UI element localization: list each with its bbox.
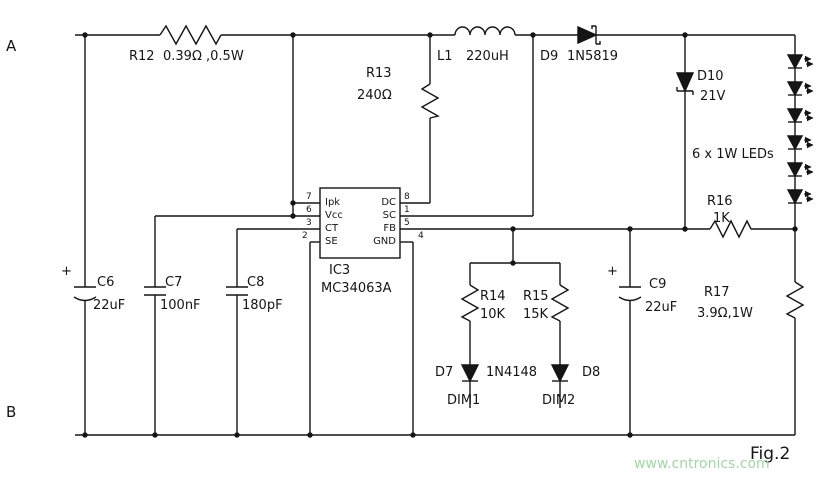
ic-pin-label-se: SE <box>325 236 338 247</box>
c6-polarity: + <box>61 264 72 279</box>
dim2-terminal-label: DIM2 <box>542 393 576 408</box>
ic-pin-label-dc: DC <box>381 197 396 208</box>
figure-caption: Fig.2 <box>750 444 791 464</box>
node-b-label: B <box>6 403 17 421</box>
r15-value: 15K <box>523 307 549 322</box>
ic-pin-label-fb: FB <box>383 223 396 234</box>
r12-resistor-symbol <box>159 24 222 46</box>
dim1-terminal-label: DIM1 <box>447 393 481 408</box>
r12-value: 0.39Ω ,0.5W <box>163 49 244 64</box>
r17-resistor-symbol <box>785 281 805 319</box>
d7-value: 1N4148 <box>486 365 538 380</box>
c6-ref: C6 <box>97 275 115 290</box>
l1-inductor-symbol <box>454 26 516 36</box>
c8-capacitor-symbol <box>226 286 248 296</box>
c8-value: 180pF <box>242 298 283 313</box>
c7-value: 100nF <box>160 298 201 313</box>
l1-value: 220uH <box>466 49 509 64</box>
ic3-body <box>319 187 401 259</box>
d9-value: 1N5819 <box>567 49 619 64</box>
ic-pin-number-4: 4 <box>418 231 424 241</box>
d8-ref: D8 <box>582 365 601 380</box>
c7-ref: C7 <box>165 275 183 290</box>
ic-pin-number-6: 6 <box>306 205 312 215</box>
ic-pin-label-vcc: Vcc <box>325 210 343 221</box>
ic-pin-number-7: 7 <box>306 192 312 202</box>
l1-ref: L1 <box>437 49 453 64</box>
r13-value: 240Ω <box>357 88 392 103</box>
d10-value: 21V <box>700 89 726 104</box>
d7-ref: D7 <box>435 365 454 380</box>
junction-dots <box>82 32 798 438</box>
r16-value: 1K <box>713 211 730 226</box>
ic-pin-number-2: 2 <box>302 231 308 241</box>
r15-resistor-symbol <box>550 284 570 322</box>
d10-zener-symbol <box>675 72 695 93</box>
ic-pin-number-8: 8 <box>404 192 410 202</box>
ic-pin-number-3: 3 <box>306 218 312 228</box>
d10-ref: D10 <box>697 69 724 84</box>
r14-ref: R14 <box>480 289 506 304</box>
r13-resistor-symbol <box>420 83 440 119</box>
diode-symbols <box>460 25 695 383</box>
r14-value: 10K <box>480 307 506 322</box>
d9-ref: D9 <box>540 49 559 64</box>
c9-ref: C9 <box>649 277 667 292</box>
c6-capacitor-symbol <box>73 286 97 302</box>
led-string-symbols <box>786 54 814 205</box>
ic3-part: MC34063A <box>321 281 392 296</box>
r13-ref: R13 <box>366 66 392 81</box>
ic3-ref: IC3 <box>329 263 351 278</box>
ic-pin-label-sc: SC <box>382 210 396 221</box>
c7-capacitor-symbol <box>144 286 166 296</box>
c8-ref: C8 <box>247 275 265 290</box>
c9-value: 22uF <box>645 300 678 315</box>
wires <box>73 24 805 436</box>
ic-pin-number-1: 1 <box>404 205 410 215</box>
d8-diode-symbol <box>550 364 570 383</box>
c9-capacitor-symbol <box>618 286 642 302</box>
r17-value: 3.9Ω,1W <box>697 306 753 321</box>
ic-pin-label-ct: CT <box>325 223 339 234</box>
led-string-label: 6 x 1W LEDs <box>692 147 774 162</box>
d9-diode-symbol <box>577 25 598 45</box>
ic-pin-number-5: 5 <box>404 218 410 228</box>
ic-pin-label-ipk: Ipk <box>325 197 341 208</box>
r16-ref: R16 <box>707 194 733 209</box>
node-a-label: A <box>6 37 17 55</box>
r14-resistor-symbol <box>460 284 480 322</box>
r16-resistor-symbol <box>709 219 752 239</box>
ic-pin-label-gnd: GND <box>373 236 396 247</box>
watermark: www.cntronics.com <box>634 456 770 472</box>
r17-ref: R17 <box>704 285 730 300</box>
c9-polarity: + <box>607 264 618 279</box>
r15-ref: R15 <box>523 289 549 304</box>
d7-diode-symbol <box>460 364 480 383</box>
c6-value: 22uF <box>93 298 126 313</box>
r12-ref: R12 <box>129 49 155 64</box>
